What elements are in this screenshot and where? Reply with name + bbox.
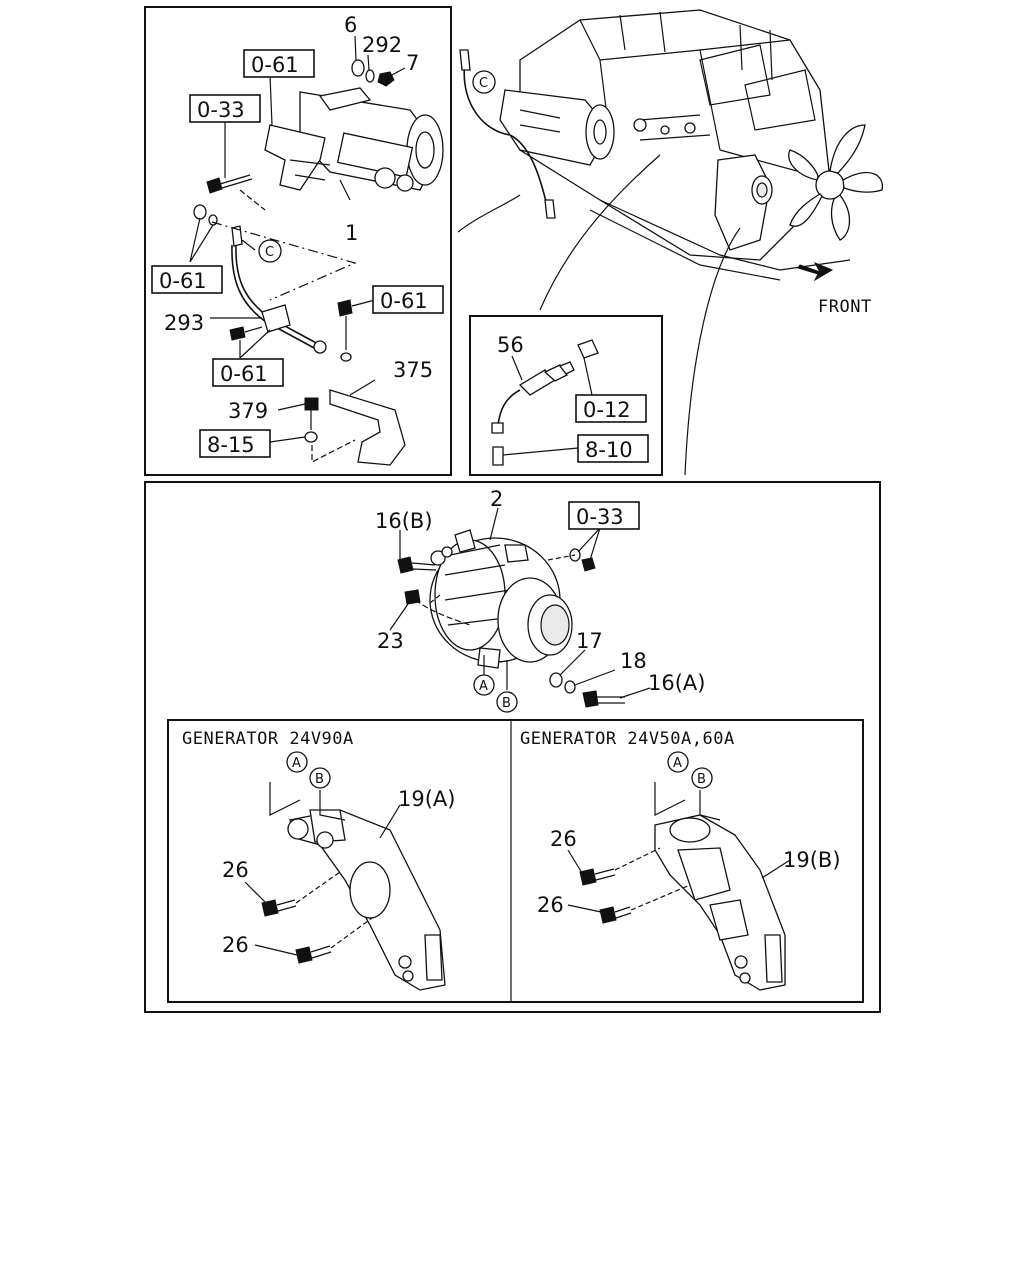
- svg-text:A: A: [292, 756, 301, 771]
- generator-panel-frame: [144, 481, 881, 1013]
- ref-box-8-10[interactable]: 8-10: [577, 434, 649, 463]
- marker-a-generator: A: [473, 674, 495, 696]
- callout-56: 56: [497, 333, 524, 357]
- svg-text:C: C: [265, 245, 274, 260]
- svg-text:0-61: 0-61: [220, 362, 268, 386]
- callout-6: 6: [344, 13, 357, 37]
- svg-text:0-33: 0-33: [197, 98, 245, 122]
- marker-a-right-variant: A: [667, 751, 689, 773]
- marker-b-right-variant: B: [691, 767, 713, 789]
- fan-icon: [788, 124, 883, 241]
- callout-293: 293: [164, 311, 204, 335]
- svg-text:C: C: [479, 76, 488, 91]
- svg-text:8-10: 8-10: [585, 438, 633, 462]
- bracket-19b: [654, 782, 786, 991]
- ref-box-0-61-top[interactable]: 0-61: [243, 49, 315, 78]
- starter-panel-frame: [144, 6, 452, 476]
- bolts-right-variant: [579, 847, 691, 924]
- ref-box-0-33-top[interactable]: 0-33: [189, 94, 261, 123]
- svg-text:8-15: 8-15: [207, 433, 255, 457]
- sensor-56: [491, 339, 599, 466]
- sensor-panel-frame: [469, 315, 663, 476]
- svg-text:0-12: 0-12: [583, 398, 631, 422]
- callout-26-left-upper: 26: [222, 858, 249, 882]
- svg-text:A: A: [673, 756, 682, 771]
- bolts-left-variant: [261, 871, 373, 964]
- callout-23: 23: [377, 629, 404, 653]
- bracket-19a: [269, 782, 446, 991]
- callout-2: 2: [490, 487, 503, 511]
- callout-7: 7: [406, 51, 419, 75]
- engine-overview: [459, 9, 883, 281]
- ref-box-0-33-gen[interactable]: 0-33: [568, 501, 640, 530]
- variant-left-title: GENERATOR 24V90A: [182, 729, 354, 749]
- generator-alternator: [429, 529, 573, 669]
- svg-text:B: B: [697, 772, 706, 787]
- svg-text:A: A: [479, 679, 488, 694]
- variant-right-title: GENERATOR 24V50A,60A: [520, 729, 735, 749]
- svg-text:0-61: 0-61: [251, 53, 299, 77]
- starter-motor: [264, 87, 444, 192]
- svg-text:0-61: 0-61: [159, 269, 207, 293]
- bracket-375: [304, 299, 406, 466]
- callout-16b: 16(B): [375, 509, 433, 533]
- svg-text:0-61: 0-61: [380, 289, 428, 313]
- callout-1: 1: [345, 221, 358, 245]
- variant-panel-frame: [167, 719, 864, 1003]
- callout-16a: 16(A): [648, 671, 705, 695]
- ref-box-0-61-left[interactable]: 0-61: [151, 265, 223, 294]
- callout-375: 375: [393, 358, 433, 382]
- ref-box-0-61-right[interactable]: 0-61: [372, 285, 444, 314]
- callout-292: 292: [362, 33, 402, 57]
- ref-box-0-12[interactable]: 0-12: [575, 394, 647, 423]
- callout-26-left-lower: 26: [222, 933, 249, 957]
- callout-19b: 19(B): [783, 848, 841, 872]
- ref-box-0-61-bottom[interactable]: 0-61: [212, 358, 284, 387]
- callout-26-right-lower: 26: [537, 893, 564, 917]
- starter-terminal-hardware: [351, 35, 406, 87]
- callout-17: 17: [576, 629, 603, 653]
- marker-c-engine: C: [472, 70, 496, 94]
- marker-a-left-variant: A: [286, 751, 308, 773]
- front-label: FRONT: [818, 297, 872, 317]
- starter-lead-cable: [193, 204, 327, 354]
- marker-b-left-variant: B: [309, 767, 331, 789]
- ref-box-8-15[interactable]: 8-15: [199, 429, 271, 458]
- marker-c-left: C: [258, 239, 282, 263]
- callout-19a: 19(A): [398, 787, 455, 811]
- callout-379: 379: [228, 399, 268, 423]
- callout-26-right-upper: 26: [550, 827, 577, 851]
- starter-bolt: [206, 120, 253, 194]
- svg-text:0-33: 0-33: [576, 505, 624, 529]
- front-arrow-icon: [797, 261, 834, 282]
- callout-18: 18: [620, 649, 647, 673]
- svg-text:B: B: [502, 696, 511, 711]
- svg-text:B: B: [315, 772, 324, 787]
- marker-b-generator: B: [496, 691, 518, 713]
- generator-bolts: [397, 548, 625, 708]
